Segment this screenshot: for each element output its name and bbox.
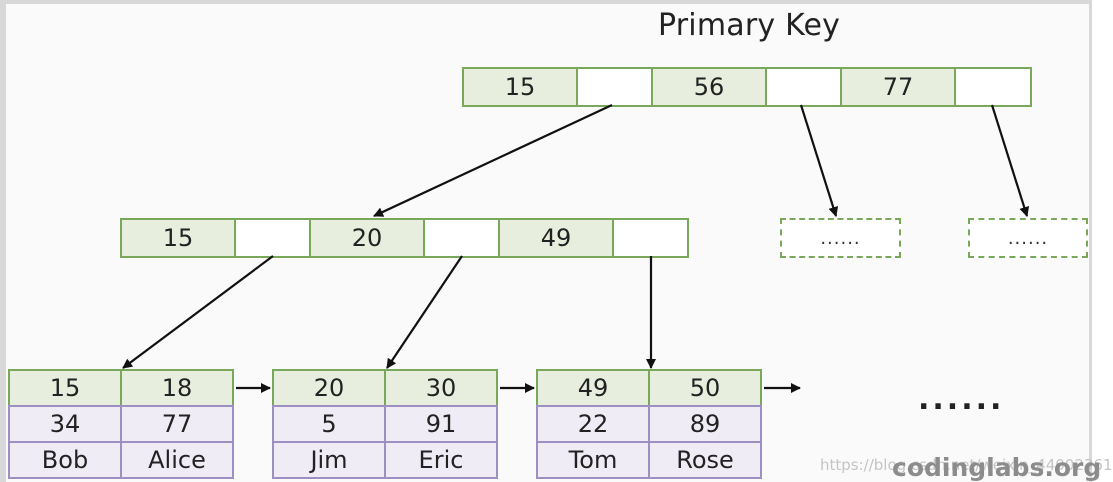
leaf-key: 50 bbox=[648, 369, 762, 407]
arrow-root-to-internal bbox=[373, 104, 613, 217]
leaf-name: Alice bbox=[120, 441, 234, 479]
internal-pointer-1 bbox=[234, 218, 311, 258]
leaf-node-3: 49 50 22 89 Tom Rose bbox=[536, 369, 762, 479]
leaf-name: Jim bbox=[272, 441, 386, 479]
brand-watermark: codinglabs.org bbox=[892, 453, 1102, 482]
root-key-3: 77 bbox=[840, 67, 956, 107]
root-node: 15 56 77 bbox=[462, 67, 1032, 107]
leaf-name: Bob bbox=[8, 441, 122, 479]
continuation-ellipsis: ...... bbox=[918, 382, 1005, 417]
arrow-internal-to-leaf-2 bbox=[386, 255, 463, 369]
blog-watermark: https://blog.csdn.net/weixin_44002361 bbox=[820, 456, 1113, 474]
leaf-node-1: 15 18 34 77 Bob Alice bbox=[8, 369, 234, 479]
leaf-node-2: 20 30 5 91 Jim Eric bbox=[272, 369, 498, 479]
leaf-key: 30 bbox=[384, 369, 498, 407]
internal-node: 15 20 49 bbox=[120, 218, 689, 258]
arrow-root-to-placeholder-1 bbox=[799, 104, 839, 217]
leaf-name: Eric bbox=[384, 441, 498, 479]
internal-key-2: 20 bbox=[309, 218, 425, 258]
placeholder-node-1: ...... bbox=[780, 218, 901, 258]
root-key-1: 15 bbox=[462, 67, 578, 107]
root-pointer-2 bbox=[765, 67, 842, 107]
arrow-root-to-placeholder-2 bbox=[990, 104, 1030, 217]
arrow-internal-to-leaf-1 bbox=[122, 255, 274, 369]
leaf-value: 91 bbox=[384, 405, 498, 443]
leaf-name: Rose bbox=[648, 441, 762, 479]
diagram-title: Primary Key bbox=[658, 8, 841, 43]
placeholder-node-2: ...... bbox=[968, 218, 1088, 258]
pointer-arrows bbox=[122, 104, 1030, 393]
internal-key-1: 15 bbox=[120, 218, 236, 258]
